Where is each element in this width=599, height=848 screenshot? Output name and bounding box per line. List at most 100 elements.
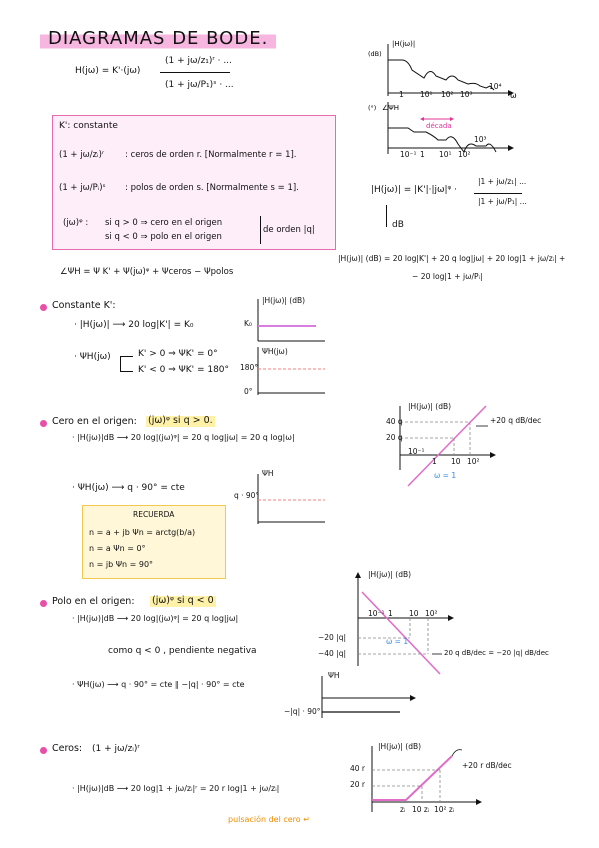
recuerda-line-1: n = a + jb Ψn = arctg(b/a)	[89, 528, 196, 537]
g-cero-slope: +20 q dB/dec	[490, 416, 542, 425]
g-cero-tick-3: 10²	[467, 457, 480, 466]
g-0: 0°	[244, 387, 253, 396]
decada-label: década	[426, 122, 452, 130]
bode-example-graph: (dB) |H(jω)| ω (°) ∠ΨH década	[368, 40, 517, 154]
h-def-k: K'·(jω)	[112, 66, 141, 76]
phase-unit: (°)	[368, 104, 376, 112]
g-m20: −20 |q|	[318, 633, 347, 642]
bullet-constante	[40, 304, 47, 311]
constants-box: K': constante (1 + jω/zᵢ)ʳ : ceros de or…	[52, 115, 336, 250]
g-polo-mag-label: |H(jω)| (dB)	[368, 570, 412, 579]
mag-unit: (dB)	[368, 50, 382, 58]
mag-formula-lhs: |H(jω)| = |K'|·|jω|ᵠ ·	[371, 185, 458, 195]
cero-origen-phase: · ΨH(jω) ⟶ q · 90° = cte	[72, 483, 185, 493]
g-constante-mag-label: |H(jω)| (dB)	[262, 296, 306, 305]
g-ceros-tick-2: 10² zᵢ	[434, 805, 455, 814]
k-const-text: K': constante	[59, 121, 118, 131]
polo-origen-heading: Polo en el origen:	[52, 596, 135, 607]
cero-origen-mag-graph	[399, 405, 496, 487]
mag-formula-line3: − 20 log|1 + jω/Pᵢ|	[412, 272, 483, 281]
g-cero-tick-0: 10⁻¹	[408, 447, 425, 456]
recuerda-title: RECUERDA	[133, 510, 175, 519]
log-tick-4b: 10³	[474, 135, 487, 144]
polo-origen-phase-graph	[321, 676, 416, 718]
g-polo-tick-0: 10⁻¹	[368, 609, 385, 618]
polo-origen-phase: · ΨH(jω) ⟶ q · 90° = cte ∥ −|q| · 90° = …	[72, 680, 245, 689]
q-negative: si q < 0 ⇒ polo en el origen	[105, 232, 222, 242]
polos-text: : polos de orden s. [Normalmente s = 1].	[125, 183, 299, 193]
g-polo-tick-2: 10	[409, 609, 419, 618]
g-polo-phase-label: ΨH	[328, 671, 340, 680]
recuerda-line-3: n = jb Ψn = 90°	[89, 560, 154, 569]
constante-mag: · |H(jω)| ⟶ 20 log|K'| = K₀	[74, 320, 194, 330]
h-definition: H(jω) = K'·(jω)	[75, 66, 140, 76]
omega-label: ω	[510, 91, 517, 100]
polo-origen-mag: · |H(jω)|dB ⟶ 20 log|(jω)ᵠ| = 20 q log|j…	[72, 614, 239, 623]
h-def-denominator: (1 + jω/P₁)ˢ · ...	[165, 80, 234, 90]
log-tick-2: 10¹	[420, 90, 433, 99]
g-cero-tick-1: 1	[432, 457, 437, 466]
g-polo-q90: −|q| · 90°	[284, 707, 321, 716]
log-tick-1: 1	[399, 90, 404, 99]
ceros-expr: (1 + jω/zᵢ)ʳ	[92, 744, 140, 754]
constante-graphs	[257, 299, 325, 395]
ceros-heading: Ceros:	[52, 743, 83, 754]
bullet-cero-origen	[40, 420, 47, 427]
g-q90: q · 90°	[234, 491, 260, 500]
ceros-mag-graph	[371, 746, 482, 812]
k-positive: K' > 0 ⇒ ΨK' = 0°	[138, 349, 218, 359]
log-tick-2b: 10¹	[439, 150, 452, 159]
g-cero-w1: ω = 1	[434, 471, 457, 480]
k-negative: K' < 0 ⇒ ΨK' = 180°	[138, 365, 230, 375]
recuerda-line-2: n = a Ψn = 0°	[89, 544, 146, 553]
g-polo-slope: 20 q dB/dec = −20 |q| dB/dec	[444, 649, 549, 657]
log-tick-1b: 1	[420, 150, 425, 159]
log-tick-5: 10⁴	[489, 82, 502, 91]
g-polo-w1: ω = 1	[386, 637, 409, 646]
g-40r: 40 r	[350, 764, 366, 773]
g-ceros-tick-0: zᵢ	[400, 805, 406, 814]
cero-origen-heading-hl: (jω)ᵠ si q > 0.	[146, 415, 215, 427]
bullet-polo-origen	[40, 600, 47, 607]
q-positive: si q > 0 ⇒ cero en el origen	[105, 218, 223, 228]
mag-formula-den: |1 + jω/P₁| ...	[478, 197, 527, 206]
g-180: 180°	[240, 363, 259, 372]
bullet-ceros	[40, 747, 47, 754]
constante-heading: Constante K':	[52, 300, 116, 311]
jw-expr: (jω)ᵠ :	[63, 218, 89, 228]
cero-origen-phase-graph	[257, 474, 325, 524]
g-ceros-tick-1: 10 zᵢ	[412, 805, 430, 814]
ceros-text: : ceros de orden r. [Normalmente r = 1].	[125, 150, 297, 160]
g-ceros-mag-label: |H(jω)| (dB)	[378, 742, 422, 751]
pulsacion-cero: pulsación del cero ↵	[228, 815, 310, 824]
log-tick-4: 10³	[460, 90, 473, 99]
mag-formula-line2: |H(jω)| (dB) = 20 log|K'| + 20 q log|jω|…	[338, 254, 566, 263]
db-label: dB	[392, 220, 404, 230]
g-constante-phase-label: ΨH(jω)	[262, 347, 288, 356]
polos-expr: (1 + jω/Pᵢ)ˢ	[59, 183, 106, 193]
recuerda-box: RECUERDA n = a + jb Ψn = arctg(b/a) n = …	[82, 505, 226, 579]
log-tick-3b: 10²	[458, 150, 471, 159]
g-polo-tick-1: 1	[388, 609, 393, 618]
g-cero-mag-label: |H(jω)| (dB)	[408, 402, 452, 411]
mag-axis-label: |H(jω)|	[392, 40, 415, 48]
polo-origen-note: como q < 0 , pendiente negativa	[108, 646, 257, 656]
polo-origen-mag-graph	[355, 572, 454, 675]
g-40q: 40 q	[386, 417, 403, 426]
h-def-numerator: (1 + jω/z₁)ʳ · ...	[165, 56, 232, 66]
cero-origen-mag: · |H(jω)|dB ⟶ 20 log|(jω)ᵠ| = 20 q log|j…	[72, 433, 295, 442]
fraction-bar	[160, 72, 230, 73]
polo-origen-heading-hl: (jω)ᵠ si q < 0	[150, 595, 216, 607]
g-ceros-slope: +20 r dB/dec	[462, 761, 512, 770]
page-title: DIAGRAMAS DE BODE.	[40, 26, 277, 51]
phase-axis-label: ∠ΨH	[382, 104, 399, 112]
orden-text: de orden |q|	[263, 225, 315, 235]
cero-origen-heading: Cero en el origen:	[52, 416, 137, 427]
g-20r: 20 r	[350, 780, 366, 789]
fraction-bar	[474, 193, 522, 194]
arrow-down	[386, 205, 387, 227]
h-def-lhs: H(jω) =	[75, 66, 110, 76]
ceros-mag: · |H(jω)|dB ⟶ 20 log|1 + jω/zᵢ|ʳ = 20 r …	[72, 784, 280, 793]
mag-formula-num: |1 + jω/z₁| ...	[478, 177, 527, 186]
g-k0: K₀	[244, 319, 252, 328]
